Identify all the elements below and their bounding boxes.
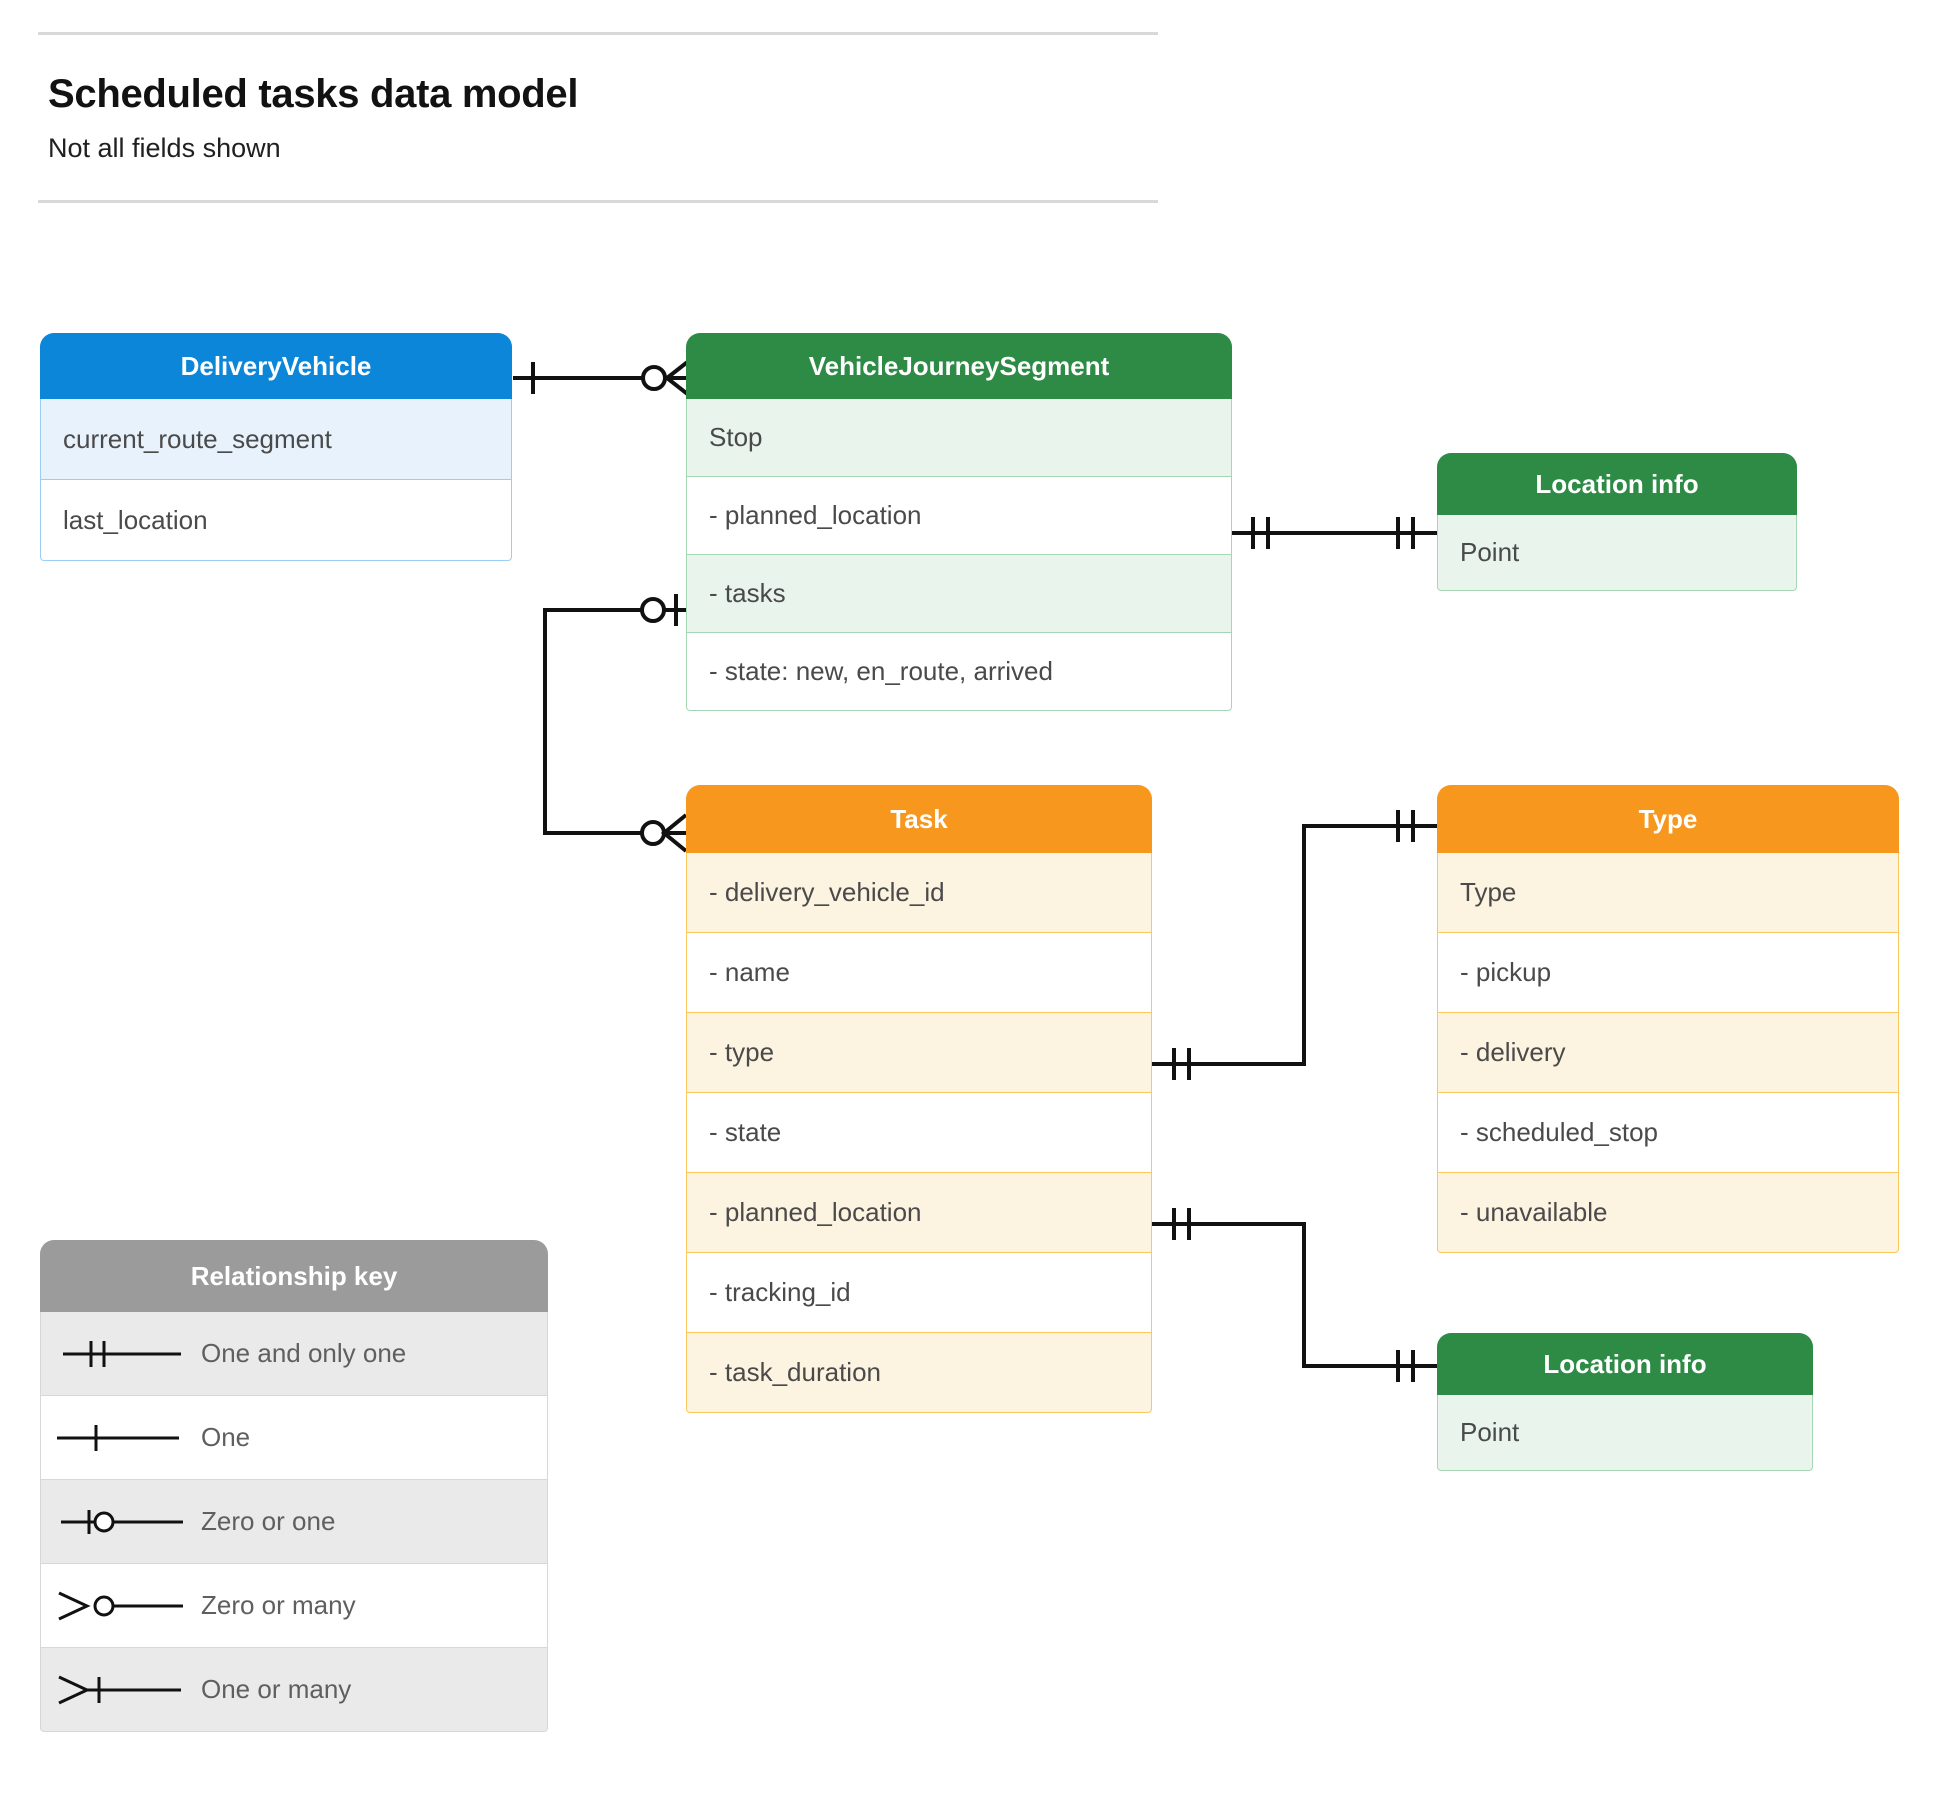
field-planned-location: - planned_location: [686, 477, 1232, 555]
field-delivery-vehicle-id: - delivery_vehicle_id: [686, 853, 1152, 933]
legend-item-zero-or-many: Zero or many: [40, 1564, 548, 1648]
page-subtitle: Not all fields shown: [48, 133, 281, 163]
legend-label-one-or-many: One or many: [201, 1674, 352, 1704]
entity-location-info-top-title: Location info: [1437, 453, 1797, 515]
page-title: Scheduled tasks data model: [48, 72, 579, 116]
one-and-only-one-icon: [41, 1334, 201, 1374]
header-rule-top: [38, 32, 1158, 35]
field-state: - state: new, en_route, arrived: [686, 633, 1232, 711]
zero-or-one-icon: [41, 1502, 201, 1542]
entity-location-info-top[interactable]: Location info Point: [1437, 453, 1797, 591]
entity-type[interactable]: Type Type - pickup - delivery - schedule…: [1437, 785, 1899, 1253]
field-point-bottom: Point: [1437, 1395, 1813, 1471]
entity-delivery-vehicle-title: DeliveryVehicle: [40, 333, 512, 399]
field-state-task: - state: [686, 1093, 1152, 1173]
field-current-route-segment: current_route_segment: [40, 399, 512, 480]
legend-label-zero-or-many: Zero or many: [201, 1590, 356, 1620]
option-unavailable: - unavailable: [1437, 1173, 1899, 1253]
legend-item-one-and-only-one: One and only one: [40, 1312, 548, 1396]
entity-location-info-bottom-title: Location info: [1437, 1333, 1813, 1395]
entity-task[interactable]: Task - delivery_vehicle_id - name - type…: [686, 785, 1152, 1413]
legend-label-zero-or-one: Zero or one: [201, 1506, 336, 1536]
entity-type-title: Type: [1437, 785, 1899, 853]
field-last-location: last_location: [40, 480, 512, 561]
header-rule-bottom: [38, 200, 1158, 203]
field-stop: Stop: [686, 399, 1232, 477]
option-delivery: - delivery: [1437, 1013, 1899, 1093]
field-name: - name: [686, 933, 1152, 1013]
zero-or-many-icon: [41, 1586, 201, 1626]
entity-task-title: Task: [686, 785, 1152, 853]
legend-label-one: One: [201, 1422, 251, 1452]
field-planned-location-task: - planned_location: [686, 1173, 1152, 1253]
legend-item-one-or-many: One or many: [40, 1648, 548, 1732]
entity-location-info-bottom[interactable]: Location info Point: [1437, 1333, 1813, 1471]
field-tracking-id: - tracking_id: [686, 1253, 1152, 1333]
legend-relationship-key: Relationship key One and only one One Ze…: [40, 1240, 548, 1732]
field-type: - type: [686, 1013, 1152, 1093]
legend-item-one: One: [40, 1396, 548, 1480]
entity-delivery-vehicle[interactable]: DeliveryVehicle current_route_segment la…: [40, 333, 512, 561]
entity-vehicle-journey-segment[interactable]: VehicleJourneySegment Stop - planned_loc…: [686, 333, 1232, 711]
one-icon: [41, 1418, 201, 1458]
one-or-many-icon: [41, 1670, 201, 1710]
legend-label-one-and-only-one: One and only one: [201, 1338, 407, 1368]
entity-vehicle-journey-segment-title: VehicleJourneySegment: [686, 333, 1232, 399]
field-tasks: - tasks: [686, 555, 1232, 633]
option-pickup: - pickup: [1437, 933, 1899, 1013]
legend-title: Relationship key: [40, 1240, 548, 1312]
field-point-top: Point: [1437, 515, 1797, 591]
legend-item-zero-or-one: Zero or one: [40, 1480, 548, 1564]
option-scheduled-stop: - scheduled_stop: [1437, 1093, 1899, 1173]
field-task-duration: - task_duration: [686, 1333, 1152, 1413]
field-type-header: Type: [1437, 853, 1899, 933]
